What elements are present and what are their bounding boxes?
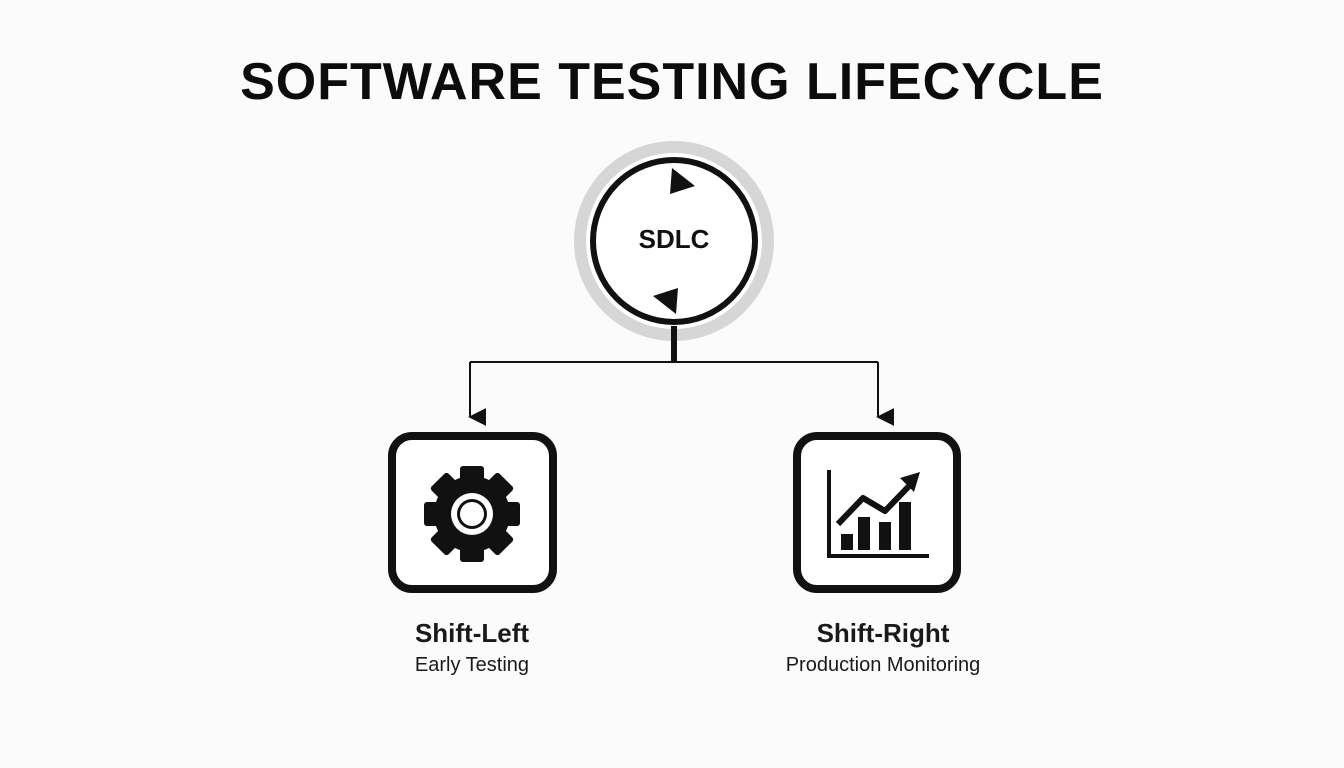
cycle-arrows-icon <box>590 157 758 325</box>
shift-left-subtitle: Early Testing <box>414 654 530 676</box>
gear-icon <box>424 466 520 562</box>
diagram-title: SOFTWARE TESTING LIFECYCLE <box>240 53 1104 111</box>
sdlc-inner <box>586 153 762 329</box>
connectors <box>468 326 895 426</box>
shift-right-subtitle: Production Monitoring <box>785 654 981 676</box>
sdlc-hub <box>574 141 774 341</box>
shift-right-title: Shift-Right <box>816 618 950 648</box>
shift-right-box <box>793 432 961 593</box>
sdlc-label: SDLC <box>638 224 710 254</box>
shift-left-node <box>388 432 557 593</box>
shift-left-title: Shift-Left <box>414 618 530 648</box>
growth-chart-icon <box>827 470 929 558</box>
shift-right-node <box>793 432 961 593</box>
